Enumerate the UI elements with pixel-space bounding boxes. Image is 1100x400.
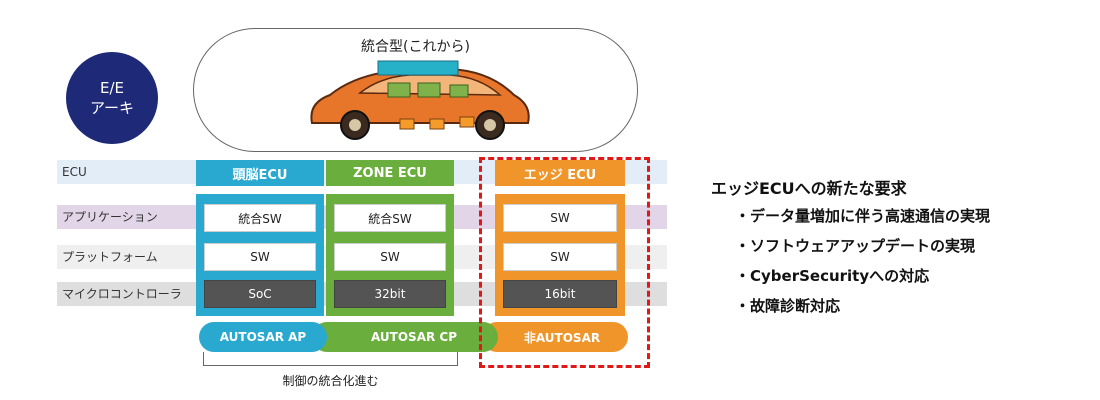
non-autosar-pill: 非AUTOSAR xyxy=(482,322,628,352)
edge-ecu-mcu-cell: 16bit xyxy=(503,280,617,308)
ee-label-line1: E/E xyxy=(99,79,124,97)
integration-bracket xyxy=(203,352,458,366)
edge-ecu-highlight-box xyxy=(479,157,650,368)
requirement-item: ・ソフトウェアアップデートの実現 xyxy=(735,237,976,255)
requirement-item: ・故障診断対応 xyxy=(735,297,841,315)
ee-architecture-badge: E/E アーキ xyxy=(66,52,158,144)
zone-ecu-platform-cell: SW xyxy=(334,243,446,271)
requirement-item: ・データ量増加に伴う高速通信の実現 xyxy=(735,207,991,225)
brain-ecu-app-cell: 統合SW xyxy=(204,204,316,232)
brain-ecu-header: 頭脳ECU xyxy=(196,160,324,186)
edge-ecu-platform-cell: SW xyxy=(503,243,617,271)
autosar-ap-pill: AUTOSAR AP xyxy=(199,322,327,352)
requirement-item: ・CyberSecurityへの対応 xyxy=(735,267,930,285)
zone-ecu-mcu-cell: 32bit xyxy=(334,280,446,308)
zone-ecu-app-cell: 統合SW xyxy=(334,204,446,232)
car-illustration xyxy=(310,60,530,140)
brain-ecu-platform-cell: SW xyxy=(204,243,316,271)
edge-ecu-app-cell: SW xyxy=(503,204,617,232)
requirements-title: エッジECUへの新たな要求 xyxy=(711,179,907,198)
brain-ecu-mcu-cell: SoC xyxy=(204,280,316,308)
edge-ecu-header: エッジ ECU xyxy=(495,160,625,186)
zone-ecu-header: ZONE ECU xyxy=(326,160,454,186)
integration-bracket-label: 制御の統合化進む xyxy=(282,374,379,388)
pill-title: 統合型(これから) xyxy=(361,39,470,55)
autosar-cp-pill: AUTOSAR CP xyxy=(312,322,498,352)
ee-label-line2: アーキ xyxy=(89,99,135,117)
